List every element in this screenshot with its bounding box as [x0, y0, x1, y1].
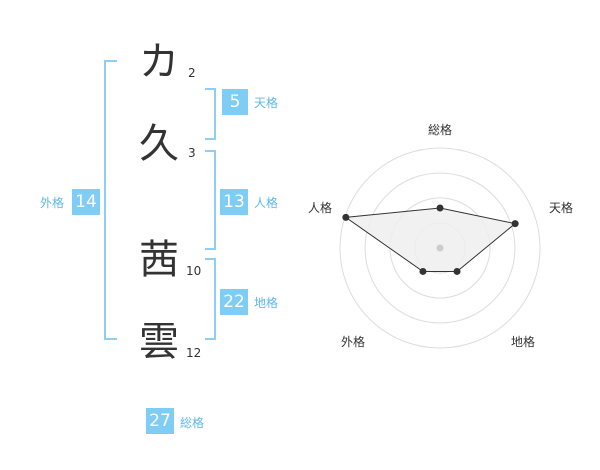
soukaku-value: 27: [146, 408, 174, 434]
radar-axis-label-jinkaku: 人格: [308, 201, 333, 215]
stroke-count-2: 3: [188, 146, 196, 160]
radar-point-5: [342, 213, 350, 221]
name-char-1: カ: [139, 39, 179, 85]
tenkaku-label: 天格: [254, 96, 279, 110]
chikaku-value: 22: [220, 289, 248, 315]
tenkaku-bracket: [205, 88, 216, 140]
radar-point-3: [453, 267, 461, 275]
radar-axis-label-tenkaku: 天格: [549, 201, 574, 215]
jinkaku-bracket: [205, 150, 216, 250]
chikaku-label: 地格: [254, 296, 279, 310]
radar-center-dot: [436, 244, 444, 252]
radar-point-2: [511, 220, 519, 228]
stroke-count-1: 2: [188, 66, 196, 80]
radar-polygon: [344, 207, 517, 272]
jinkaku-value: 13: [220, 189, 248, 215]
radar-ring: [364, 172, 516, 324]
radar-ring: [339, 147, 541, 349]
radar-axis-label-gaikaku: 外格: [341, 335, 366, 349]
radar-point-4: [419, 267, 427, 275]
gaikaku-value: 14: [72, 189, 100, 215]
gaikaku-label: 外格: [40, 196, 65, 210]
radar-axis-label-chikaku: 地格: [511, 335, 536, 349]
stroke-count-4: 12: [186, 346, 202, 360]
stroke-count-3: 10: [186, 264, 202, 278]
name-char-3: 茜: [139, 237, 179, 283]
tenkaku-value: 5: [222, 89, 248, 115]
name-char-4: 雲: [139, 319, 179, 365]
soukaku-label: 総格: [180, 416, 205, 430]
jinkaku-label: 人格: [254, 196, 279, 210]
name-char-2: 久: [139, 121, 179, 167]
radar-point-1: [436, 204, 444, 212]
radar-axis-label-soukaku: 総格: [428, 123, 453, 137]
chikaku-bracket: [205, 258, 216, 340]
gaikaku-bracket: [104, 60, 117, 340]
